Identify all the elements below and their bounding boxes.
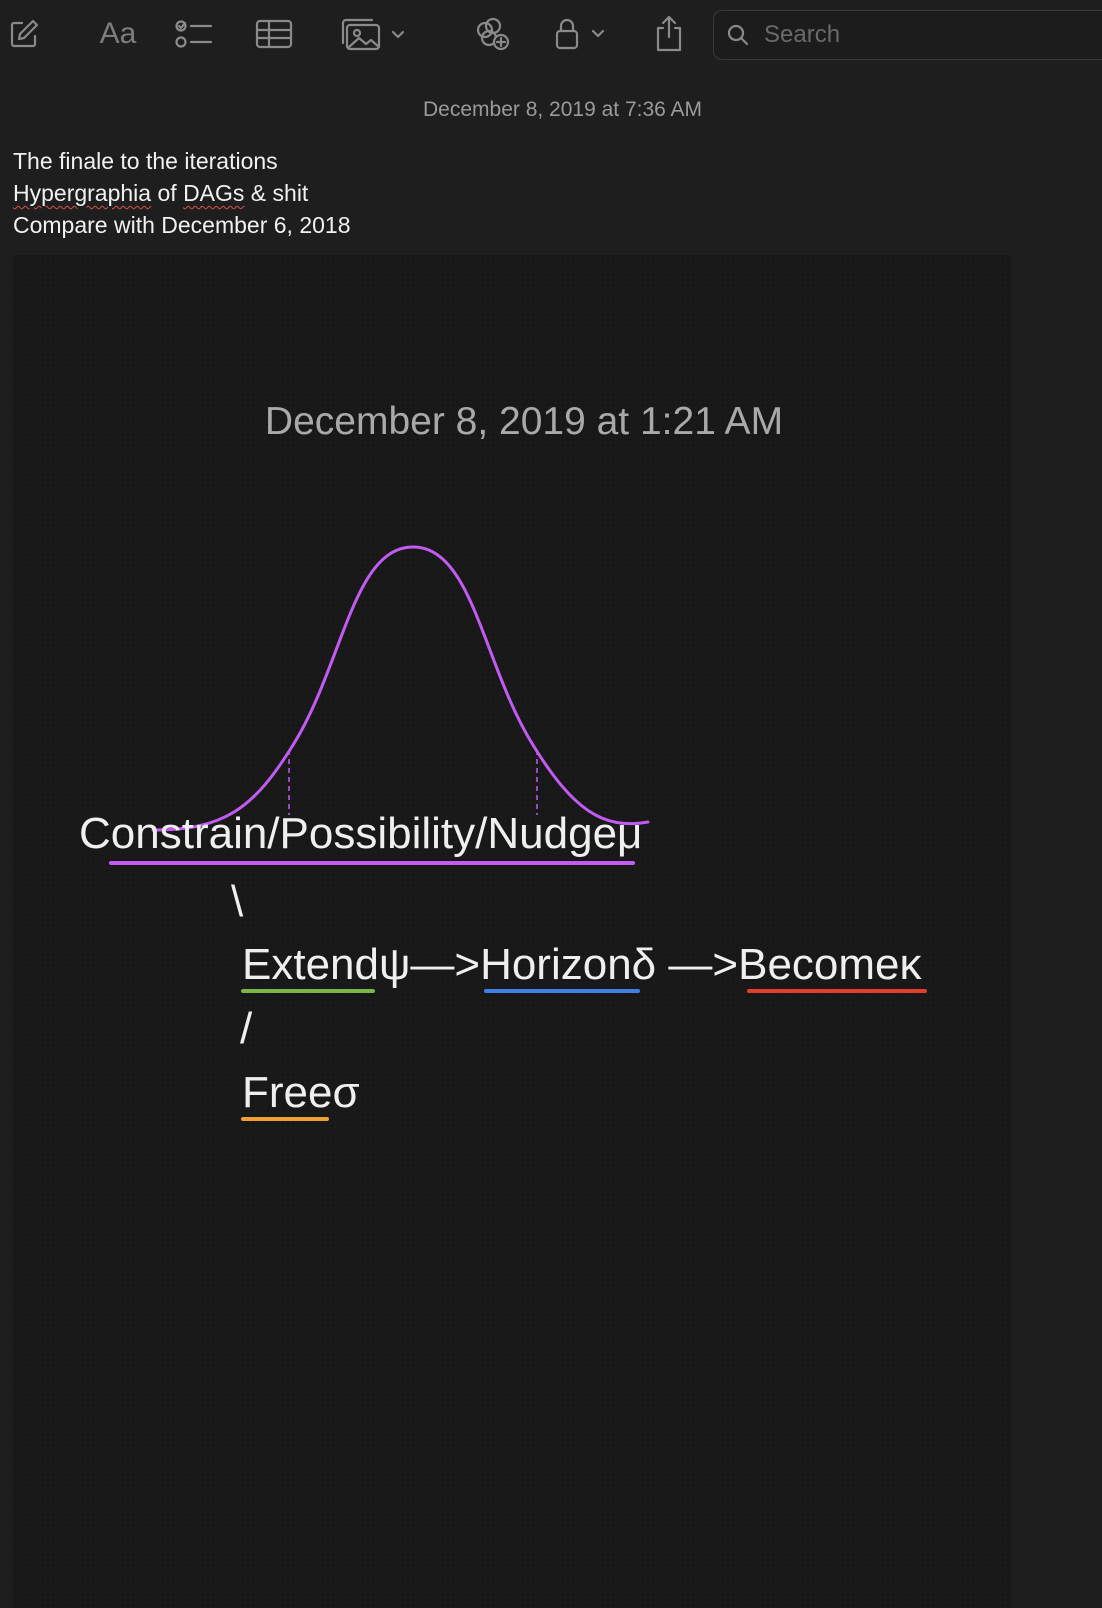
underline-top (109, 861, 635, 865)
collaborate-icon[interactable] (472, 14, 514, 54)
lock-icon[interactable] (552, 14, 616, 54)
underline-free (241, 1117, 329, 1121)
note-body[interactable]: The finale to the iterations Hypergraphi… (13, 145, 351, 241)
image-attachment[interactable]: December 8, 2019 at 1:21 AM Constrain/Po… (13, 255, 1011, 1608)
underline-become (747, 989, 927, 993)
note-date: December 8, 2019 at 7:36 AM (423, 98, 702, 121)
note-line-2: Hypergraphia of DAGs & shit (13, 177, 351, 209)
misspelled-word: Hypergraphia (13, 180, 152, 206)
note-line-1: The finale to the iterations (13, 148, 278, 174)
attachment-date: December 8, 2019 at 1:21 AM (264, 400, 784, 443)
diagram-become: Becomeκ (738, 940, 922, 989)
misspelled-word: DAGs (183, 180, 245, 206)
media-icon[interactable] (338, 14, 414, 54)
note-text: & shit (244, 180, 309, 206)
note-text: of (151, 180, 184, 206)
toolbar: Aa (0, 0, 1102, 72)
note-line-3: Compare with December 6, 2018 (13, 212, 351, 238)
diagram-horizon: Horizonδ (480, 940, 657, 989)
search-field[interactable] (713, 10, 1102, 60)
diagram-backslash: \ (231, 877, 244, 926)
format-text-icon[interactable]: Aa (99, 17, 137, 50)
diagram-arrow: —> (656, 940, 739, 989)
share-icon[interactable] (651, 14, 687, 54)
checklist-icon[interactable] (174, 14, 214, 54)
diagram-top-text: Constrain/Possibility/Nudgeμ (79, 809, 643, 858)
search-input[interactable] (762, 20, 1066, 50)
diagram-extend: Extendψ (242, 940, 411, 989)
bell-curve (151, 545, 650, 832)
diagram-free: Freeσ (242, 1068, 360, 1117)
table-icon[interactable] (254, 14, 294, 54)
underline-horizon (484, 989, 640, 993)
compose-icon[interactable] (4, 14, 44, 54)
underline-extend (241, 989, 375, 993)
diagram-arrow: —> (410, 940, 481, 989)
diagram-slash: / (240, 1004, 253, 1053)
diagram-row: Extendψ—>Horizonδ —>Becomeκ (242, 941, 922, 989)
search-icon (726, 23, 750, 47)
